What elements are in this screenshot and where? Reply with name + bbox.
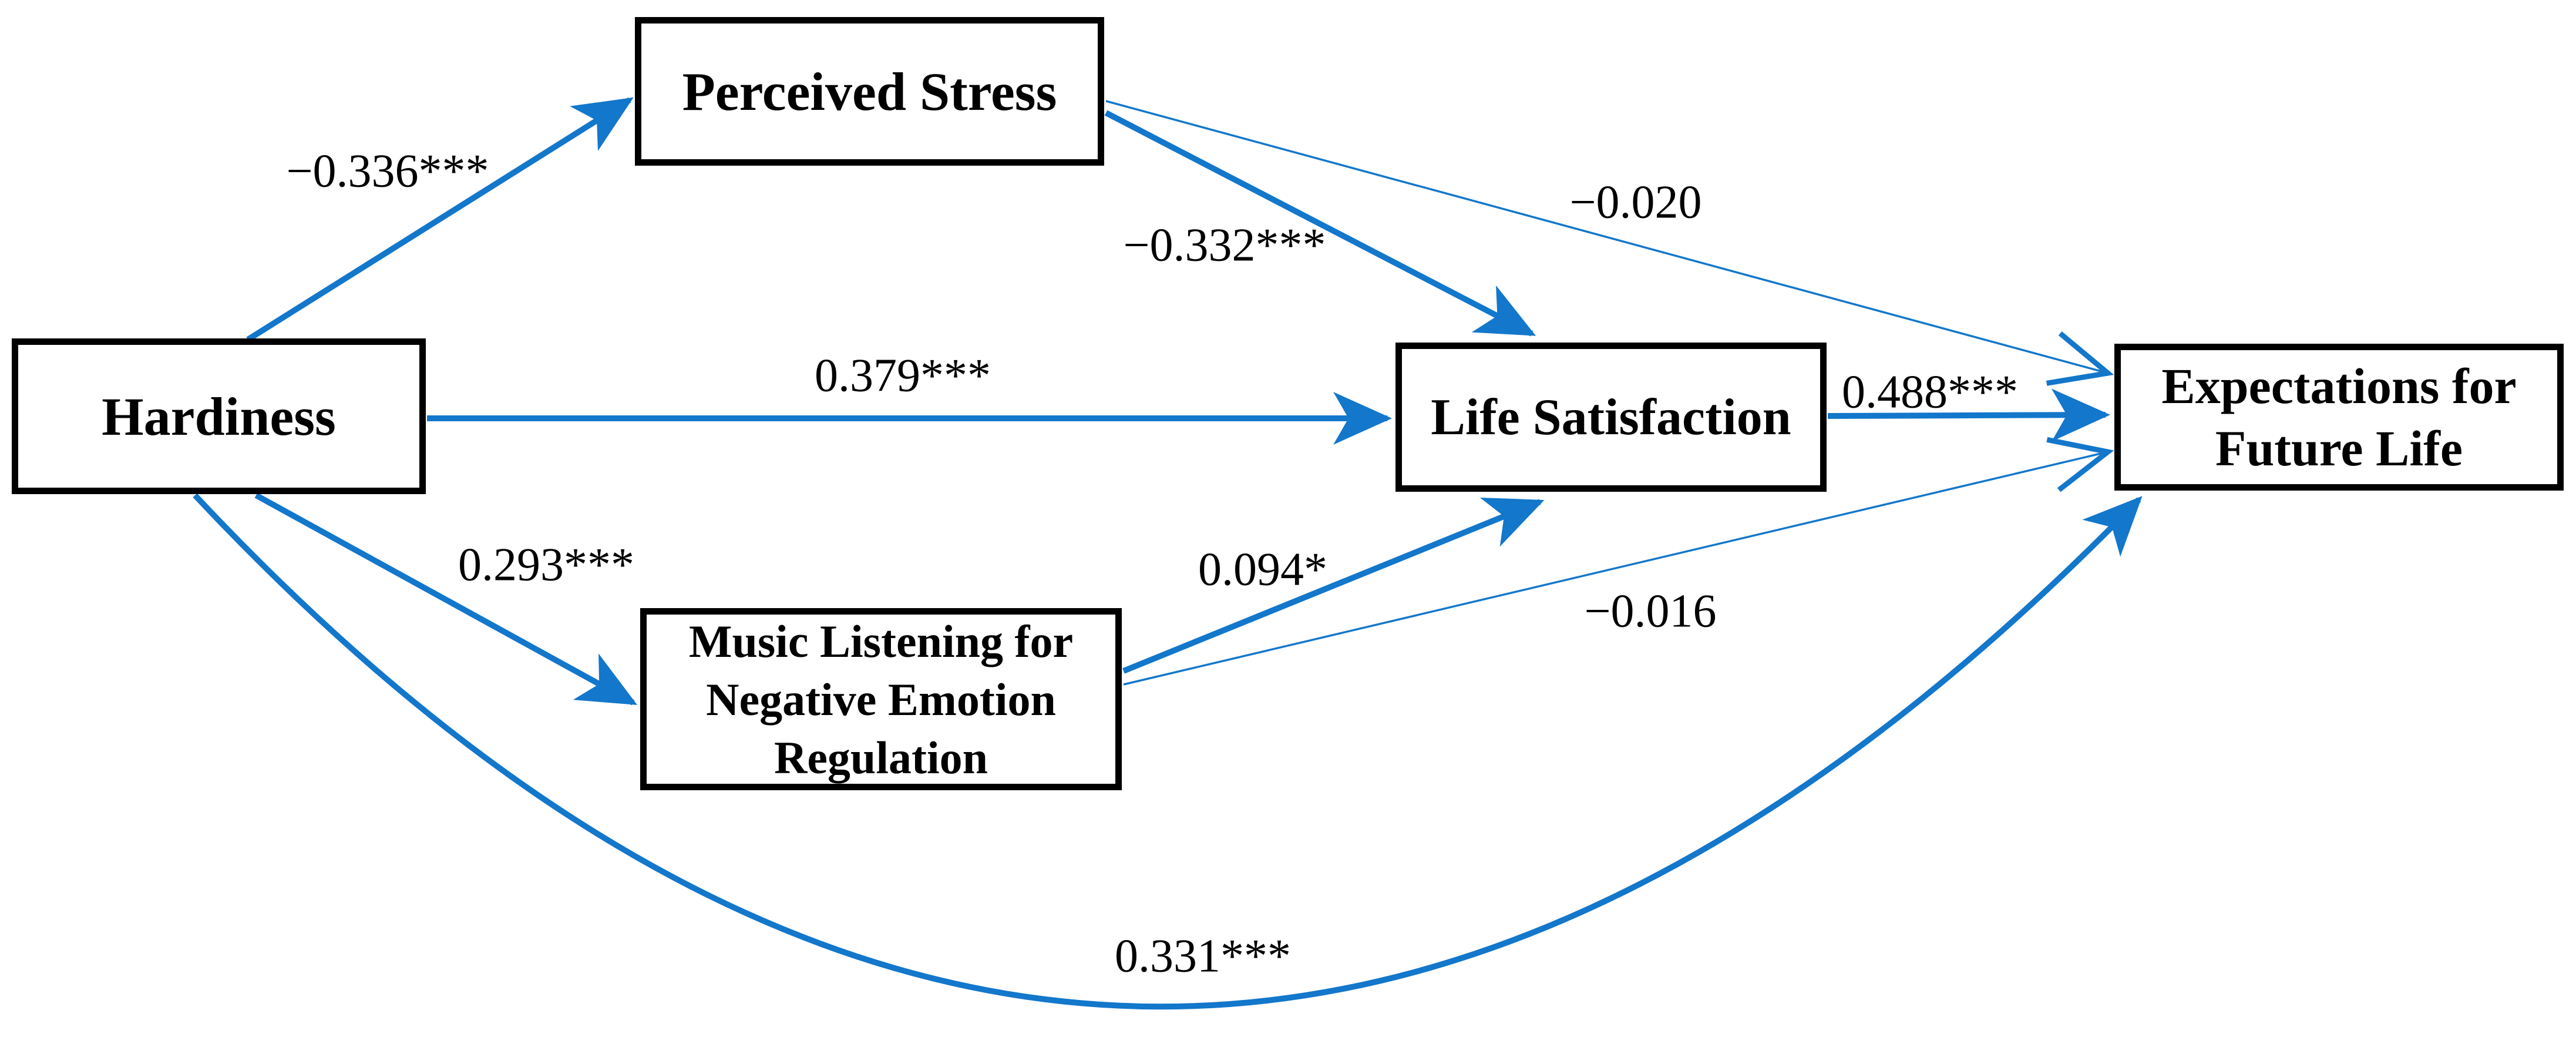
node-expectations-label-line2: Future Life	[2215, 420, 2463, 476]
node-expectations-label-line1: Expectations for	[2161, 358, 2517, 414]
coefficient-life-satisfaction-expectations: 0.488***	[1842, 366, 2018, 418]
coefficient-hardiness-music-listening: 0.293***	[458, 539, 634, 591]
arrow-hardiness-to-music-listening	[254, 492, 638, 706]
arrow-perceived-stress-to-expectations	[1105, 100, 2114, 386]
arrow-music-listening-to-life-satisfaction	[1122, 497, 1545, 674]
node-perceived-stress: Perceived Stress	[635, 17, 1104, 166]
arrow-hardiness-to-expectations-curved	[193, 493, 2143, 1010]
coefficient-hardiness-perceived-stress: −0.336***	[286, 145, 489, 197]
node-music-listening-label-line3: Regulation	[774, 731, 988, 783]
coefficient-music-listening-expectations: −0.016	[1584, 585, 1717, 637]
node-music-listening: Music Listening for Negative Emotion Reg…	[640, 608, 1122, 790]
node-hardiness-label: Hardiness	[102, 386, 336, 447]
arrow-life-satisfaction-to-expectations	[1827, 388, 2110, 442]
node-perceived-stress-label: Perceived Stress	[682, 61, 1057, 122]
node-life-satisfaction-label: Life Satisfaction	[1431, 388, 1791, 446]
arrow-perceived-stress-to-life-satisfaction	[1104, 110, 1536, 337]
coefficient-hardiness-life-satisfaction: 0.379***	[815, 350, 991, 402]
node-life-satisfaction: Life Satisfaction	[1395, 343, 1827, 492]
node-music-listening-label-line1: Music Listening for	[688, 615, 1074, 667]
node-music-listening-label-line2: Negative Emotion	[706, 673, 1056, 725]
coefficient-perceived-stress-expectations: −0.020	[1569, 176, 1702, 229]
coefficient-perceived-stress-life-satisfaction: −0.332***	[1123, 219, 1326, 271]
coefficient-hardiness-expectations: 0.331***	[1115, 930, 1291, 982]
node-expectations: Expectations for Future Life	[2114, 344, 2564, 491]
arrow-hardiness-to-perceived-stress	[246, 97, 634, 343]
node-hardiness: Hardiness	[12, 338, 426, 494]
coefficient-music-listening-life-satisfaction: 0.094*	[1198, 543, 1327, 596]
arrow-music-listening-to-expectations	[1123, 437, 2114, 686]
